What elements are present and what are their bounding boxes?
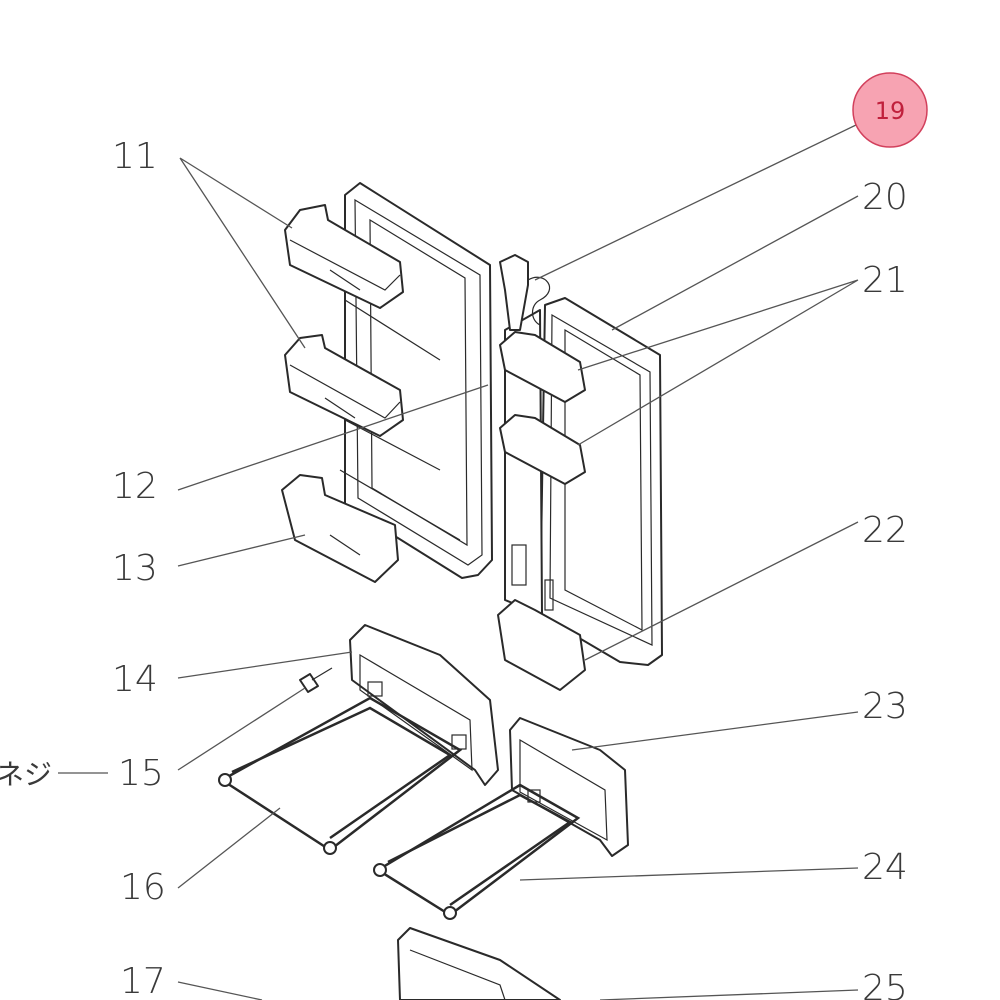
part-number-15[interactable]: 15 bbox=[118, 753, 164, 794]
part-number-24[interactable]: 24 bbox=[862, 847, 908, 888]
highlight-circle bbox=[852, 72, 928, 148]
left-door-bin-top bbox=[284, 204, 404, 309]
part-number-25[interactable]: 25 bbox=[862, 968, 908, 1000]
screw bbox=[299, 667, 333, 693]
screw-label: ネジ bbox=[0, 758, 52, 791]
part-number-23[interactable]: 23 bbox=[862, 686, 908, 727]
drawer-front-lower bbox=[509, 717, 629, 857]
right-door-bin-middle bbox=[499, 414, 586, 485]
leader-lines bbox=[58, 124, 859, 1000]
part-number-20[interactable]: 20 bbox=[862, 177, 908, 218]
part-number-11[interactable]: 11 bbox=[112, 136, 158, 177]
left-door-bin-middle bbox=[284, 334, 404, 437]
drawer-rail-upper bbox=[218, 696, 463, 855]
part-number-16[interactable]: 16 bbox=[120, 867, 166, 908]
part-number-12[interactable]: 12 bbox=[112, 466, 158, 507]
part-number-13[interactable]: 13 bbox=[112, 548, 158, 589]
part-number-22[interactable]: 22 bbox=[862, 510, 908, 551]
drawer-rail-lower bbox=[373, 783, 581, 920]
right-door-bin-bottom bbox=[497, 599, 586, 691]
part-number-21[interactable]: 21 bbox=[862, 260, 908, 301]
hinge-wire-part bbox=[499, 254, 551, 331]
part-number-17[interactable]: 17 bbox=[120, 961, 166, 1000]
left-door-bin-bottom bbox=[281, 474, 399, 583]
drawer-front-bottom bbox=[397, 927, 561, 1000]
drawer-front-upper bbox=[349, 624, 499, 786]
right-door-bin-top bbox=[499, 331, 586, 403]
part-number-14[interactable]: 14 bbox=[112, 659, 158, 700]
part-number-19[interactable]: 19 bbox=[875, 97, 906, 125]
